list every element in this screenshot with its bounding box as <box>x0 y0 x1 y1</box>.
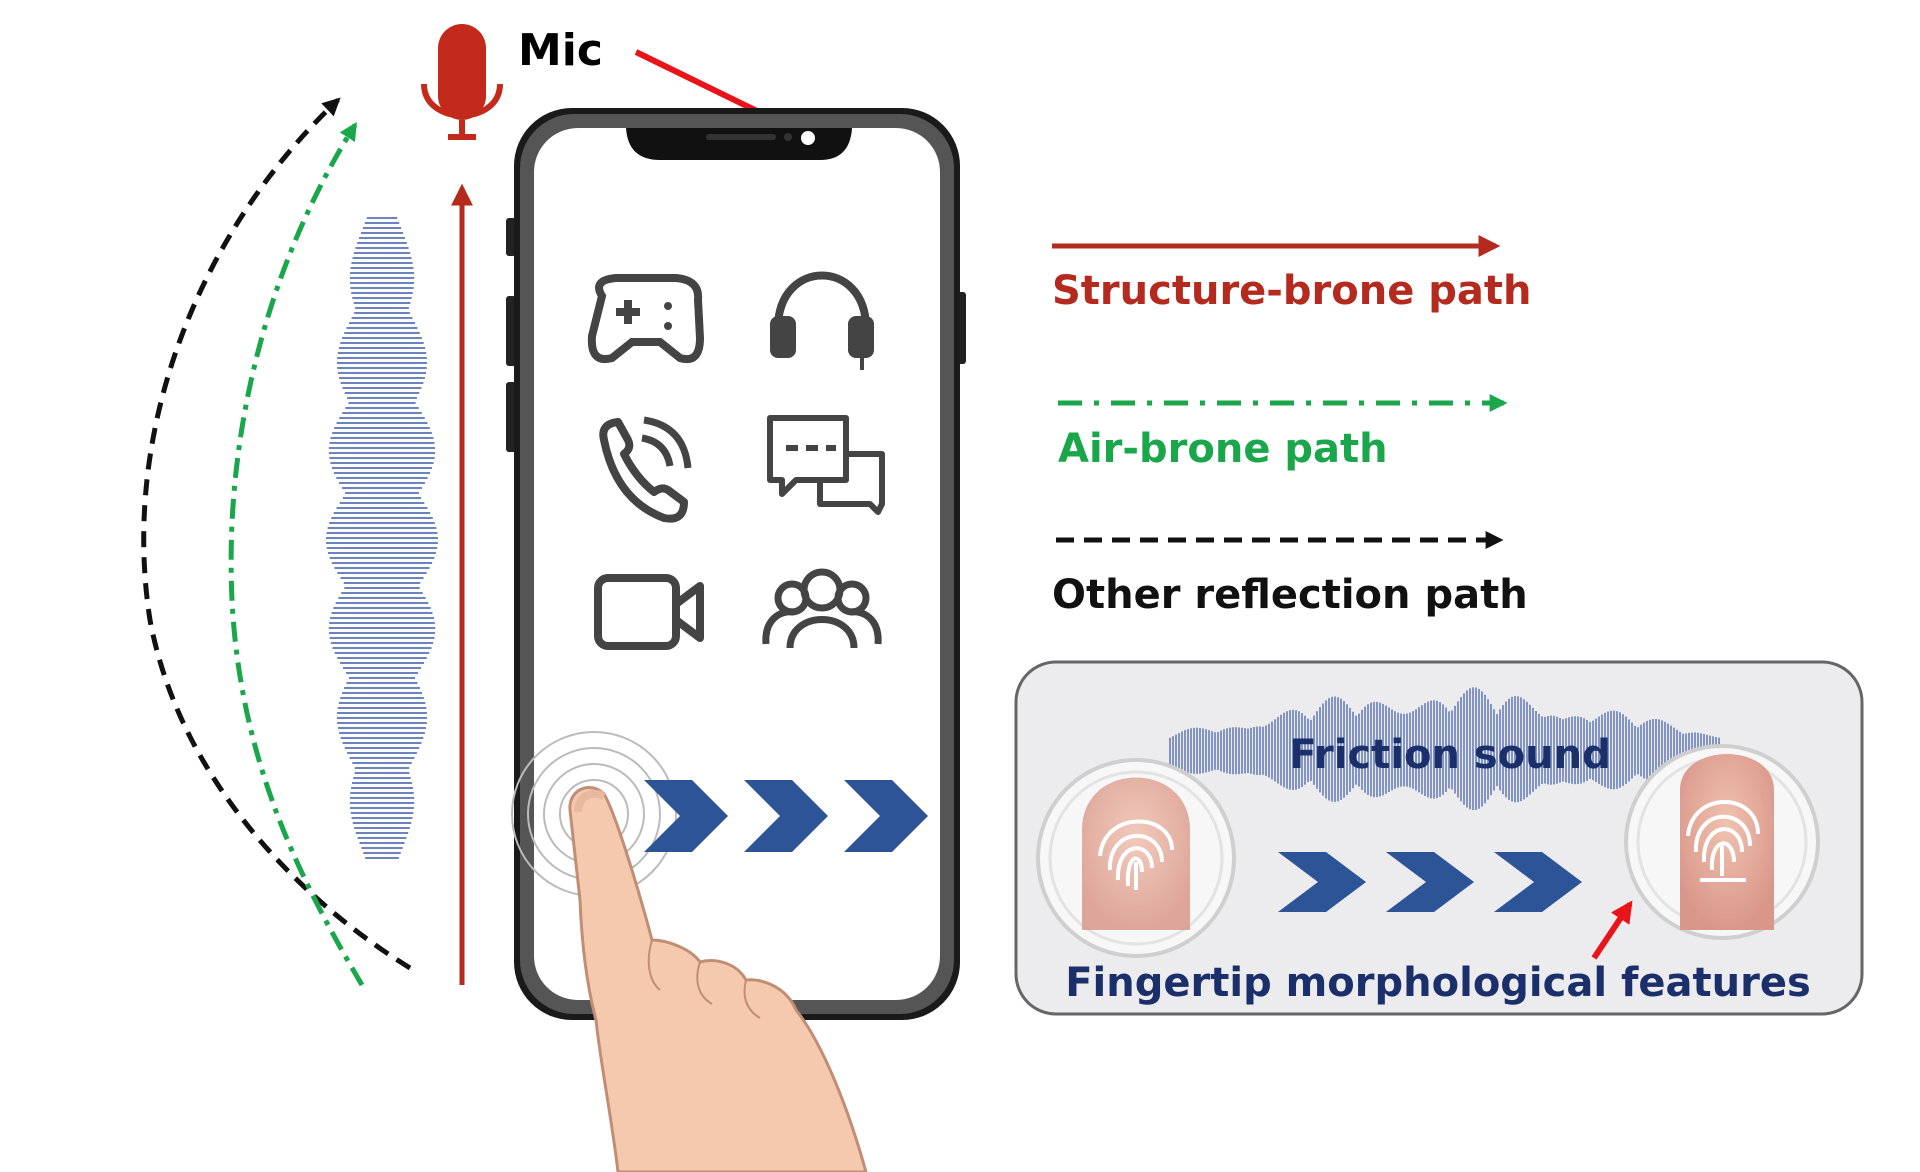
phone-notch <box>626 128 852 160</box>
vibration-waveform <box>326 217 438 859</box>
fingerprint-icon <box>1686 800 1760 882</box>
hand-illustration <box>568 785 868 1172</box>
black-reflection-path <box>141 97 412 971</box>
legend-structure-label: Structure-brone path <box>1052 268 1532 314</box>
friction-waveform <box>1169 687 1720 811</box>
smartphone <box>506 108 966 1020</box>
legend-other-label: Other reflection path <box>1052 572 1528 618</box>
fingertip-right <box>1624 744 1820 940</box>
green-air-path <box>228 121 365 987</box>
legend-air-label: Air-brone path <box>1058 426 1388 472</box>
video-camera-icon <box>594 574 704 650</box>
phone-chevrons <box>644 780 928 852</box>
phone-call-icon <box>599 416 692 523</box>
fingerprint-icon <box>1098 819 1174 890</box>
chat-icon <box>767 415 885 515</box>
users-icon <box>762 568 882 649</box>
fingertip-pointer-arrow <box>1591 900 1633 960</box>
mic-label: Mic <box>518 25 603 76</box>
fingertip-left <box>1036 758 1236 958</box>
inset-chevrons <box>1278 852 1582 912</box>
mic-hole <box>801 131 815 145</box>
friction-sound-label: Friction sound <box>1289 732 1611 778</box>
headphones-icon <box>770 271 874 370</box>
microphone-icon <box>421 24 503 140</box>
gamepad-icon <box>587 274 705 363</box>
fingertip-features-label: Fingertip morphological features <box>1065 960 1811 1006</box>
